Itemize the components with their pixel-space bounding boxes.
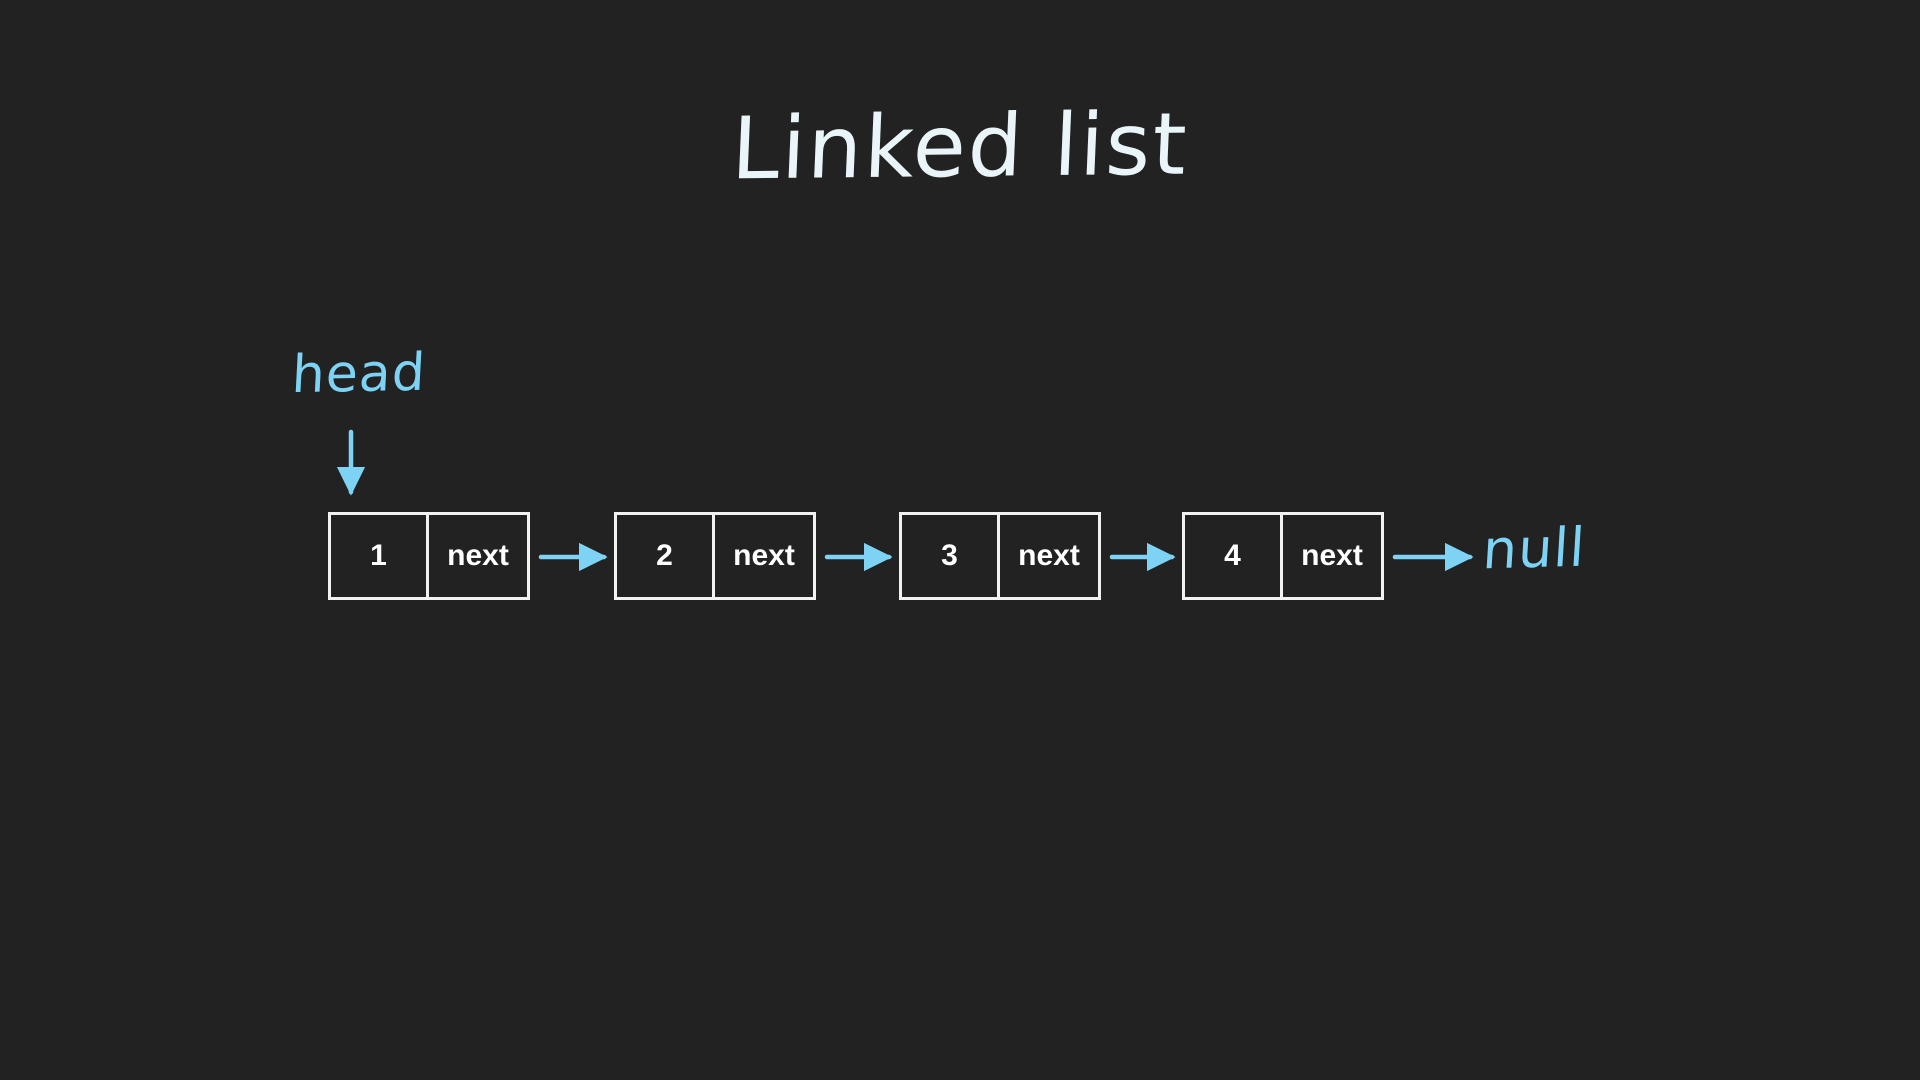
node-next-cell: next (997, 512, 1101, 600)
null-terminator-label: null (1481, 515, 1588, 582)
list-node-3: 3 next (899, 512, 1101, 600)
node-value-cell: 2 (614, 512, 715, 600)
list-node-4: 4 next (1182, 512, 1384, 600)
node-next-cell: next (1280, 512, 1384, 600)
list-node-2: 2 next (614, 512, 816, 600)
page-title: Linked list (729, 94, 1191, 200)
list-node-1: 1 next (328, 512, 530, 600)
node-next-cell: next (426, 512, 530, 600)
node-next-cell: next (712, 512, 816, 600)
node-value-cell: 3 (899, 512, 1000, 600)
node-value-cell: 1 (328, 512, 429, 600)
node-value-cell: 4 (1182, 512, 1283, 600)
head-pointer-label: head (290, 342, 428, 406)
